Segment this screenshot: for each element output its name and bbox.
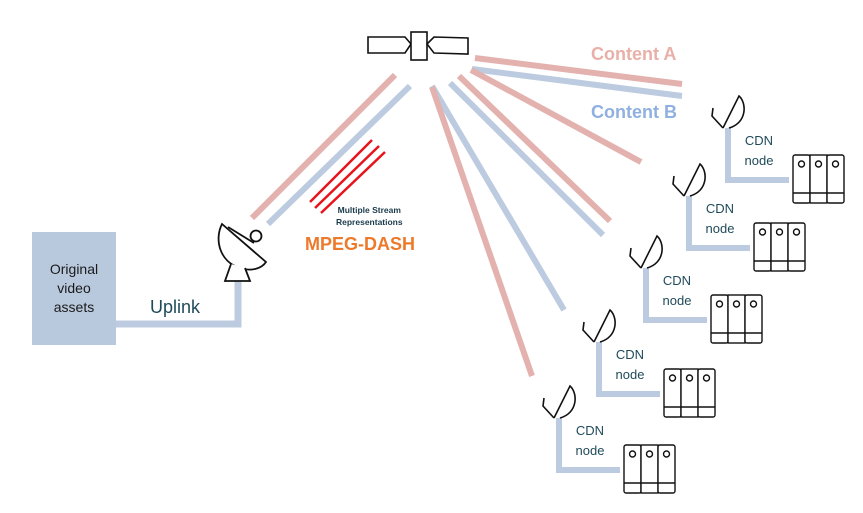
server-rack-icon [753, 222, 806, 272]
receiver-dish-icon [711, 94, 745, 129]
receiver-dish-icon [582, 308, 616, 343]
stream-note-line-1: Multiple Stream [337, 205, 401, 215]
cdn-node-4 [582, 308, 716, 418]
cdn-nodes-layer [542, 94, 845, 494]
stream-representation-lines [309, 139, 386, 214]
beam-a-node1 [474, 55, 683, 87]
uplink-connector [116, 278, 242, 328]
server-rack-icon [792, 154, 845, 204]
cdn-connector [686, 196, 750, 251]
satellite-icon [367, 31, 469, 61]
cdn-node-label-line-1: CDN [662, 273, 692, 288]
beam-b-node1 [471, 66, 683, 99]
assets-line-3: assets [53, 299, 95, 315]
stream-note-line-2: Representations [336, 217, 403, 227]
original-video-assets-label: Original video assets [50, 260, 98, 317]
cdn-node-label: CDN node [735, 131, 783, 171]
server-rack-icon [663, 368, 716, 418]
content-a-legend: Content A [591, 44, 677, 64]
cdn-node-label: CDN node [653, 271, 701, 311]
content-b-legend: Content B [591, 102, 677, 122]
uplink-label: Uplink [150, 297, 201, 317]
multiple-stream-note: Multiple Stream Representations [336, 204, 403, 228]
cdn-connector [643, 268, 707, 323]
cdn-node-label-line-1: CDN [615, 347, 645, 362]
server-rack-icon [710, 294, 763, 344]
cdn-node-label-line-2: node [615, 367, 645, 382]
assets-line-1: Original [49, 261, 99, 277]
beam-b-node4 [429, 84, 567, 312]
cdn-node-3 [629, 234, 763, 344]
server-rack-icon [623, 444, 676, 494]
cdn-node-label: CDN node [606, 345, 654, 385]
cdn-node-label: CDN node [696, 199, 744, 239]
cdn-node-label-line-2: node [662, 293, 692, 308]
uplink-beam-a [249, 72, 398, 221]
cdn-node-1 [711, 94, 845, 204]
cdn-node-label-line-2: node [575, 443, 605, 458]
cdn-node-label-line-1: CDN [575, 423, 605, 438]
beam-a-node2 [469, 67, 643, 165]
mpeg-dash-label: MPEG-DASH [305, 234, 416, 254]
original-video-assets-box: Original video assets [32, 232, 116, 345]
beam-b-node3 [447, 80, 606, 238]
receiver-dish-icon [542, 384, 576, 419]
cdn-node-label-line-1: CDN [744, 133, 774, 148]
cdn-connector [596, 342, 660, 397]
assets-line-2: video [57, 280, 91, 296]
cdn-connector [556, 418, 620, 473]
beam-a-node3 [456, 73, 613, 224]
downlink-beams [429, 55, 683, 377]
uplink-dish-icon [217, 222, 268, 282]
receiver-dish-icon [672, 162, 706, 197]
cdn-node-label-line-1: CDN [705, 201, 735, 216]
receiver-dish-icon [629, 234, 663, 269]
beam-a-node5 [429, 86, 535, 377]
cdn-node-label: CDN node [566, 421, 614, 461]
cdn-connector [725, 128, 789, 183]
cdn-node-label-line-2: node [705, 221, 735, 236]
cdn-node-5 [542, 384, 676, 494]
cdn-node-label-line-2: node [744, 153, 774, 168]
uplink-beam-b [265, 83, 413, 227]
cdn-node-2 [672, 162, 806, 272]
